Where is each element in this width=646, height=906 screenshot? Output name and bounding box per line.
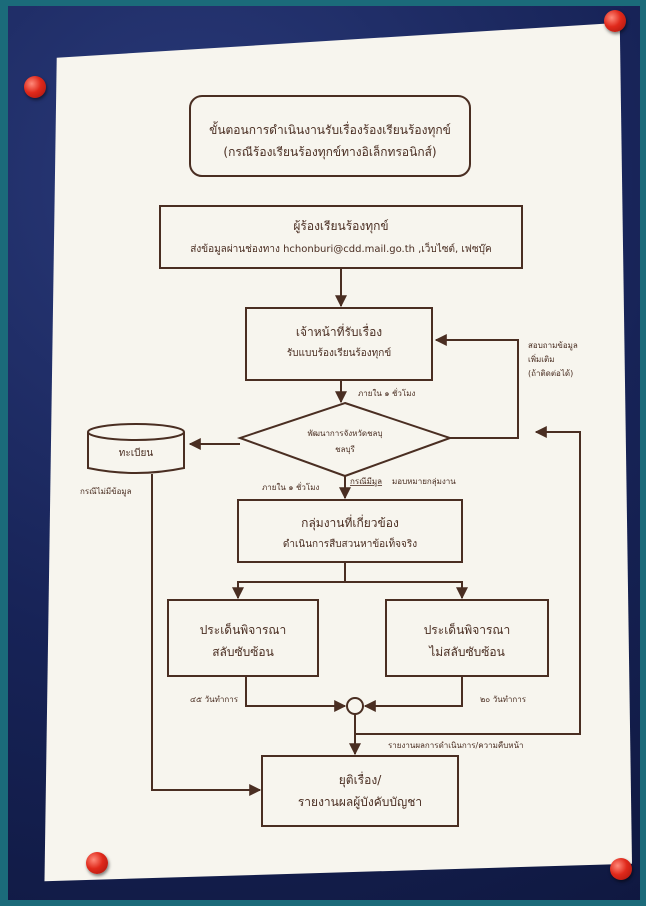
border-top (0, 0, 646, 6)
group-detail: ดำเนินการสืบสวนหาข้อเท็จจริง (283, 536, 417, 550)
pushpin-icon (610, 858, 632, 880)
note-within-hour-top: ภายใน ๑ ชั่วโมง (358, 387, 415, 398)
end-box (261, 755, 459, 827)
pushpin-icon (86, 852, 108, 874)
end-line1: ยุติเรื่อง/ (339, 771, 382, 788)
note-days-right: ๒๐ วันทำการ (480, 695, 527, 704)
note-has-info-rest: มอบหมายกลุ่มงาน (392, 477, 456, 486)
border-right (640, 0, 646, 906)
note-inquire-3: (ถ้าติดต่อได้) (528, 369, 573, 378)
title-line1: ขั้นตอนการดำเนินงานรับเรื่องร้องเรียนร้อ… (209, 121, 451, 138)
group-heading: กลุ่มงานที่เกี่ยวข้อง (301, 514, 399, 531)
complainant-detail: ส่งข้อมูลผ่านช่องทาง hchonburi@cdd.mail.… (190, 241, 491, 255)
note-inquire-2: เพิ่มเติม (528, 353, 554, 364)
issue-simple-box (385, 599, 549, 677)
arrow-decision-inquire (434, 334, 519, 439)
title-line2: (กรณีร้องเรียนร้องทุกข์ทางอิเล็กทรอนิกส์… (223, 144, 436, 160)
group-box (237, 499, 463, 563)
merge-node (346, 697, 364, 715)
officer-heading: เจ้าหน้าที่รับเรื่อง (296, 323, 382, 339)
issue-simple-line1: ประเด็นพิจารณา (424, 622, 511, 637)
border-bottom (0, 900, 646, 906)
issue-complex-line2: สลับซับซ้อน (212, 645, 274, 659)
border-left (0, 0, 8, 906)
note-within-hour-bottom: ภายใน ๑ ชั่วโมง (262, 481, 319, 492)
arrow-complex-merge (245, 676, 347, 712)
note-inquire-1: สอบถามข้อมูล (528, 341, 578, 351)
paper-sheet (44, 22, 632, 882)
end-line2: รายงานผลผู้บังคับบัญชา (298, 795, 422, 810)
decision-line2: ชลบุรี (335, 445, 355, 454)
title-box (189, 95, 471, 177)
arrow-group-split (232, 562, 346, 600)
issue-complex-line1: ประเด็นพิจารณา (200, 622, 287, 637)
issue-complex-box (167, 599, 319, 677)
issue-simple-line2: ไม่สลับซับซ้อน (428, 645, 505, 659)
note-days-left: ๔๕ วันทำการ (190, 695, 239, 704)
note-has-info-under: กรณีมีมูล (350, 477, 382, 487)
officer-detail: รับแบบร้องเรียนร้องทุกข์ (287, 347, 391, 359)
note-report-progress: รายงานผลการดำเนินการ/ความคืบหน้า (388, 741, 524, 750)
registry-cylinder-top (87, 423, 185, 441)
decision-line1: พัฒนาการจังหวัดชลบุ (307, 429, 382, 438)
pushpin-icon (24, 76, 46, 98)
complainant-heading: ผู้ร้องเรียนร้องทุกข์ (293, 219, 388, 234)
officer-box (245, 307, 433, 381)
note-no-info: กรณีไม่มีข้อมูล (80, 487, 132, 497)
decision-diamond (236, 401, 454, 478)
complainant-box (159, 205, 523, 269)
arrow-registry-end (151, 474, 262, 796)
arrow-simple-merge (363, 676, 463, 712)
arrow-group-split-right (345, 581, 468, 600)
registry-cylinder (87, 432, 185, 474)
pushpin-icon (604, 10, 626, 32)
registry-label: ทะเบียน (119, 447, 154, 459)
